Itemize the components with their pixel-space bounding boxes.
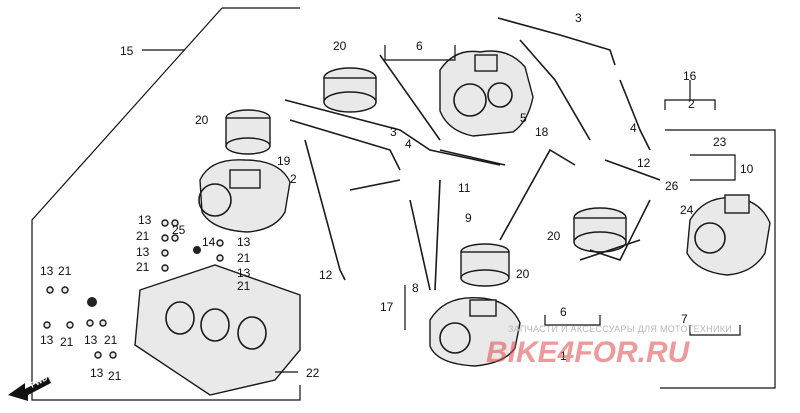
part-label-22: 22: [306, 366, 320, 380]
assembly-boundary-16: [660, 129, 776, 389]
part-label-16: 16: [683, 69, 697, 83]
part-label-10: 10: [740, 162, 754, 176]
part-label-19: 19: [277, 154, 291, 168]
part-label-17: 17: [380, 300, 394, 314]
part-label-14: 14: [202, 235, 216, 249]
part-label-4-b: 4: [630, 121, 637, 135]
carburetor-bracket-22: [134, 264, 301, 396]
part-label-13-d: 13: [237, 266, 251, 280]
part-label-21-a: 21: [136, 229, 150, 243]
part-label-12-b: 12: [319, 268, 333, 282]
part-label-9: 9: [465, 211, 472, 225]
part-label-6-a: 6: [416, 39, 423, 53]
part-label-15: 15: [120, 44, 134, 58]
fwd-arrow: FWD: [8, 373, 51, 401]
watermark: ЗАПЧАСТИ И АКСЕССУАРЫ ДЛЯ МОТОТЕХНИКИ BI…: [486, 324, 732, 369]
part-label-20-a: 20: [333, 39, 347, 53]
part-label-7: 7: [681, 312, 688, 326]
part-label-21-h: 21: [108, 369, 122, 383]
bracket-10: [690, 154, 736, 181]
part-label-3-b: 3: [390, 125, 397, 139]
rubber-boot-left: [225, 109, 271, 155]
bracket-6-lower: [544, 315, 601, 326]
carburetor-body-left: [198, 159, 291, 233]
part-label-13-h: 13: [90, 366, 104, 380]
watermark-text-top: ЗАПЧАСТИ И АКСЕССУАРЫ ДЛЯ МОТОТЕХНИКИ: [508, 324, 732, 334]
watermark-logo-text: BIKE4FOR.RU: [486, 336, 691, 369]
part-number-labels: 15 20 6 3 16 20 2 5 18 19 2 4 23 10 11 1…: [40, 11, 754, 383]
part-label-21-f: 21: [60, 335, 74, 349]
bracket-6: [384, 45, 456, 61]
assembly-boundary-15: [31, 7, 301, 401]
part-label-20-b: 20: [195, 113, 209, 127]
part-label-13-g: 13: [84, 333, 98, 347]
part-label-13-f: 13: [40, 333, 54, 347]
part-label-13-e: 13: [40, 264, 54, 278]
part-label-20-c: 20: [547, 229, 561, 243]
carburetor-body-lower: [429, 296, 521, 367]
rubber-boot-upper: [323, 67, 377, 113]
carburetor-body-right: [686, 194, 771, 276]
part-label-20-d: 20: [516, 267, 530, 281]
part-label-5: 5: [520, 111, 527, 125]
part-label-13-a: 13: [138, 213, 152, 227]
part-label-11: 11: [458, 181, 471, 195]
link-rods: [284, 17, 661, 291]
part-label-23: 23: [713, 135, 727, 149]
part-label-21-c: 21: [237, 251, 251, 265]
part-label-8: 8: [412, 281, 419, 295]
rubber-boot-right: [573, 207, 627, 253]
rubber-boot-middle: [460, 243, 510, 287]
part-label-1: 1: [560, 349, 567, 363]
part-label-13-c: 13: [136, 245, 150, 259]
part-label-2-a: 2: [688, 97, 695, 111]
part-label-3-a: 3: [575, 11, 582, 25]
part-label-21-e: 21: [237, 279, 251, 293]
part-label-21-d: 21: [58, 264, 72, 278]
part-label-12-a: 12: [637, 156, 651, 170]
part-label-4-a: 4: [405, 137, 412, 151]
part-label-21-g: 21: [104, 333, 118, 347]
part-label-26: 26: [665, 179, 679, 193]
part-label-6-b: 6: [560, 305, 567, 319]
carburetor-body-upper: [439, 50, 534, 137]
part-label-2-b: 2: [290, 172, 297, 186]
part-label-13-b: 13: [237, 235, 251, 249]
part-label-21-b: 21: [136, 260, 150, 274]
bracket-7: [689, 325, 741, 336]
part-label-24: 24: [680, 203, 694, 217]
part-label-18: 18: [535, 125, 549, 139]
part-label-25: 25: [172, 223, 186, 237]
